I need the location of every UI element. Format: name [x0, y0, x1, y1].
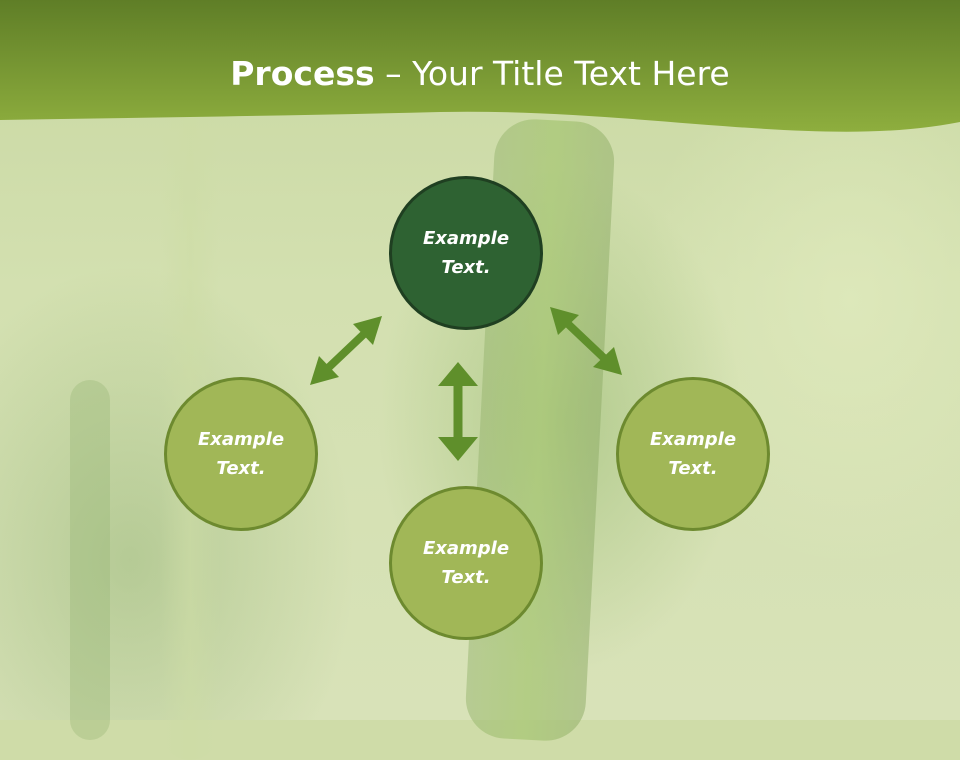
process-node-right: Example Text. — [616, 377, 770, 531]
process-node-bottom: Example Text. — [389, 486, 543, 640]
process-node-top: Example Text. — [389, 176, 543, 330]
title-bold: Process — [230, 54, 375, 93]
node-label: Example Text. — [649, 429, 737, 479]
header-banner — [0, 0, 960, 132]
double-arrow-left — [310, 316, 382, 385]
process-node-left: Example Text. — [164, 377, 318, 531]
bamboo-stalk — [70, 380, 110, 740]
double-arrow-right — [550, 307, 622, 375]
node-label: Example Text. — [422, 228, 510, 278]
double-arrow-center — [438, 362, 478, 461]
slide-title: Process – Your Title Text Here — [0, 52, 960, 96]
node-label: Example Text. — [422, 538, 510, 588]
node-label: Example Text. — [197, 429, 285, 479]
arrows-layer — [310, 307, 622, 461]
title-rest: – Your Title Text Here — [374, 54, 730, 93]
